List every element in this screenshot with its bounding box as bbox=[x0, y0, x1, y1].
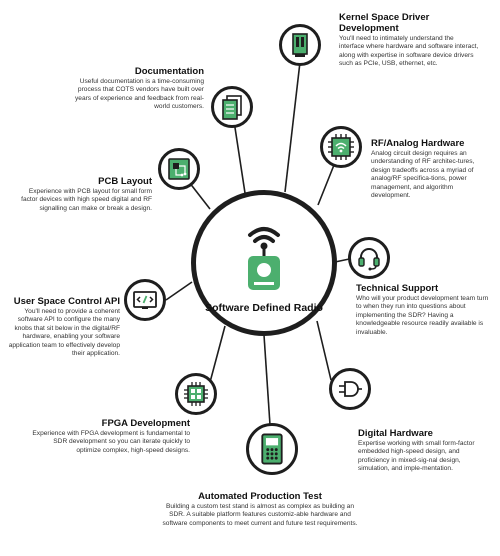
test-body: Building a custom test stand is almost a… bbox=[162, 503, 358, 527]
support-icon-circle bbox=[348, 237, 390, 279]
connector-pcb bbox=[188, 181, 211, 210]
connector-kernel bbox=[284, 61, 301, 193]
kernel-body: You'll need to intimately understand the… bbox=[339, 35, 479, 68]
connector-rf bbox=[317, 159, 337, 206]
pcb-icon-circle bbox=[158, 148, 200, 190]
rf-title: RF/Analog Hardware bbox=[371, 138, 465, 149]
documentation-body: Useful documentation is a time-consuming… bbox=[74, 78, 204, 111]
rf-chip-icon bbox=[328, 134, 354, 160]
rf-icon-circle bbox=[320, 126, 362, 168]
support-title: Technical Support bbox=[356, 283, 439, 294]
test-equipment-icon bbox=[261, 433, 283, 465]
document-stack-icon bbox=[222, 95, 242, 120]
documentation-title: Documentation bbox=[134, 66, 204, 77]
radio-transmitter-icon bbox=[248, 227, 280, 290]
digital-title: Digital Hardware bbox=[358, 428, 433, 439]
test-title: Automated Production Test bbox=[198, 491, 322, 502]
userspace-body: You'll need to provide a coherent softwa… bbox=[8, 308, 120, 358]
digital-body: Expertise working with small form-factor… bbox=[358, 440, 475, 473]
hub-title: Software Defined Radio bbox=[205, 302, 323, 314]
headset-icon bbox=[358, 248, 380, 271]
userspace-title: User Space Control API bbox=[13, 296, 120, 307]
connector-digital bbox=[316, 320, 332, 381]
connector-userspace bbox=[165, 281, 193, 301]
pcb-title: PCB Layout bbox=[98, 176, 152, 187]
central-hub bbox=[191, 190, 337, 336]
pcb-body: Experience with PCB layout for small for… bbox=[21, 188, 152, 212]
kernel-icon-circle bbox=[279, 24, 321, 66]
fpga-body: Experience with FPGA development is fund… bbox=[32, 430, 190, 454]
kernel-title: Kernel Space Driver Development bbox=[339, 12, 430, 34]
fpga-title: FPGA Development bbox=[101, 418, 190, 429]
test-icon-circle bbox=[246, 423, 298, 475]
logic-gate-icon bbox=[339, 381, 362, 397]
support-body: Who will your product development team t… bbox=[356, 295, 489, 336]
connector-test bbox=[263, 334, 271, 426]
userspace-icon-circle bbox=[124, 279, 166, 321]
pcie-card-icon bbox=[292, 33, 308, 57]
documentation-icon-circle bbox=[211, 86, 253, 128]
rf-body: Analog circuit design requires an unders… bbox=[371, 150, 475, 200]
code-window-icon bbox=[133, 291, 157, 309]
connector-fpga bbox=[208, 325, 226, 387]
pcb-board-icon bbox=[168, 158, 190, 180]
digital-icon-circle bbox=[329, 368, 371, 410]
fpga-icon-circle bbox=[175, 373, 217, 415]
fpga-chip-icon bbox=[184, 382, 208, 406]
